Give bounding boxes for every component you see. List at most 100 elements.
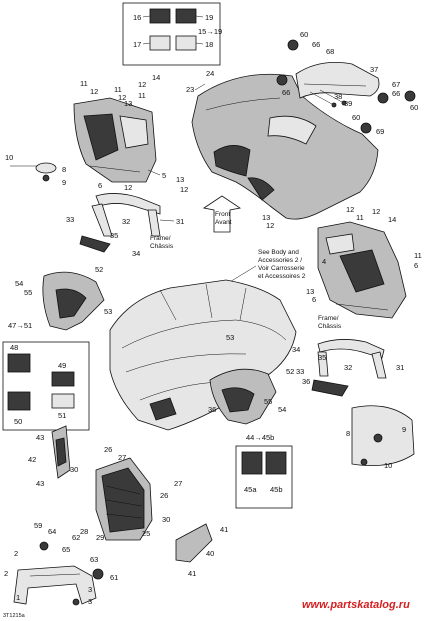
- callout-26a: 26: [104, 445, 112, 454]
- callout-31a: 31: [176, 217, 184, 226]
- callout-14a: 14: [152, 73, 160, 82]
- rubber-knob-60b: [276, 74, 288, 86]
- drawing-code: 3T1215a: [3, 613, 26, 619]
- watermark-text: www.partskatalog.ru: [302, 599, 410, 611]
- right-inner-panel: [317, 221, 407, 319]
- callout-55b: 55: [264, 397, 272, 406]
- callout-51: 51: [58, 411, 66, 420]
- callout-65: 65: [62, 545, 70, 554]
- callout-19: 19: [205, 13, 213, 22]
- front-bumper: [13, 541, 104, 606]
- callout-14b: 14: [388, 215, 396, 224]
- decal-17: [149, 35, 171, 51]
- callout-38: 38: [334, 92, 342, 101]
- callout-1: 1: [16, 593, 20, 602]
- callout-6a: 6: [98, 181, 102, 190]
- callout-50: 50: [14, 417, 22, 426]
- callout-60b: 60: [410, 103, 418, 112]
- callout-66b: 66: [392, 89, 400, 98]
- bumper-knob-59: [39, 541, 49, 551]
- callout-32b: 32: [344, 363, 352, 372]
- callout-47-51: 47→51: [8, 321, 32, 330]
- callout-54b: 54: [278, 405, 286, 414]
- callout-60a: 60: [300, 30, 308, 39]
- decal-45b: [265, 451, 287, 475]
- callout-11c: 11: [138, 91, 146, 100]
- front-fender: [191, 73, 379, 220]
- see-body-note-line2: Accessories 2 /: [258, 257, 302, 264]
- callout-66a: 66: [312, 40, 320, 49]
- callout-8b: 8: [346, 429, 350, 438]
- callout-36a: 36: [208, 405, 216, 414]
- callout-67: 67: [392, 80, 400, 89]
- callout-28: 28: [80, 527, 88, 536]
- callout-11e: 11: [414, 251, 422, 260]
- callout-52b: 52: [286, 367, 294, 376]
- front-grille: [95, 457, 153, 541]
- callout-37: 37: [370, 65, 378, 74]
- left-inner-panel: [73, 97, 157, 183]
- callout-52a: 52: [95, 265, 103, 274]
- callout-13c: 13: [262, 213, 270, 222]
- callout-17: 17: [133, 40, 141, 49]
- side-panel-left: [51, 425, 71, 479]
- front-label: Front: [215, 211, 230, 218]
- frame-chassis-note-1-line1: Frame/: [150, 235, 171, 242]
- callout-63: 63: [90, 555, 98, 564]
- callout-45a: 45a: [244, 485, 257, 494]
- callout-48: 48: [10, 343, 18, 352]
- callout-9a: 9: [62, 178, 66, 187]
- retaining-clip-left: [10, 162, 57, 182]
- callout-60c: 60: [352, 113, 360, 122]
- callout-13d: 13: [306, 287, 314, 296]
- callout-62: 62: [72, 533, 80, 542]
- callout-10: 10: [5, 153, 13, 162]
- callout-18: 18: [205, 40, 213, 49]
- see-body-note-line3: Voir Carrosserie: [258, 265, 305, 272]
- callout-35a: 35: [110, 231, 118, 240]
- callout-39: 39: [344, 99, 352, 108]
- callout-27a: 27: [118, 453, 126, 462]
- frame-chassis-note-2-line1: Frame/: [318, 315, 339, 322]
- rubber-knob-67: [377, 92, 389, 104]
- callout-3a: 3: [88, 585, 92, 594]
- callout-66c: 66: [282, 88, 290, 97]
- frame-chassis-note-2-line2: Châssis: [318, 323, 342, 330]
- callout-5: 5: [162, 171, 166, 180]
- panel-decal-box: [235, 445, 293, 509]
- callout-2a: 2: [14, 549, 18, 558]
- rubber-knob-60c: [360, 122, 372, 134]
- callout-29: 29: [96, 533, 104, 542]
- callout-12e: 12: [180, 185, 188, 194]
- callout-13b: 13: [176, 175, 184, 184]
- right-footrest-support: [311, 339, 387, 397]
- callout-30a: 30: [70, 465, 78, 474]
- left-footrest-support: [79, 193, 161, 253]
- callout-33a: 33: [66, 215, 74, 224]
- callout-41a: 41: [220, 525, 228, 534]
- callout-44-45b: 44→45b: [246, 433, 274, 442]
- front-direction-arrow: [202, 195, 242, 233]
- callout-25: 25: [142, 529, 150, 538]
- decal-51: [51, 393, 75, 409]
- callout-23: 23: [186, 85, 194, 94]
- front-rack: [295, 61, 380, 99]
- callout-10b: 10: [384, 461, 392, 470]
- callout-61: 61: [110, 573, 118, 582]
- callout-13a: 13: [124, 99, 132, 108]
- decal-50: [7, 391, 31, 411]
- callout-2b: 2: [4, 569, 8, 578]
- callout-9b: 9: [402, 425, 406, 434]
- right-front-fender: [209, 368, 277, 425]
- left-front-fender: [42, 271, 105, 331]
- callout-49: 49: [58, 361, 66, 370]
- decal-48: [7, 353, 31, 373]
- callout-53b: 53: [226, 333, 234, 342]
- callout-12: 6: [414, 261, 418, 270]
- callout-12d: 12: [124, 183, 132, 192]
- callout-11d: 11: [356, 213, 364, 222]
- callout-4: 4: [322, 257, 326, 266]
- callout-68: 68: [326, 47, 334, 56]
- callout-16: 16: [133, 13, 141, 22]
- callout-33b: 33: [296, 367, 304, 376]
